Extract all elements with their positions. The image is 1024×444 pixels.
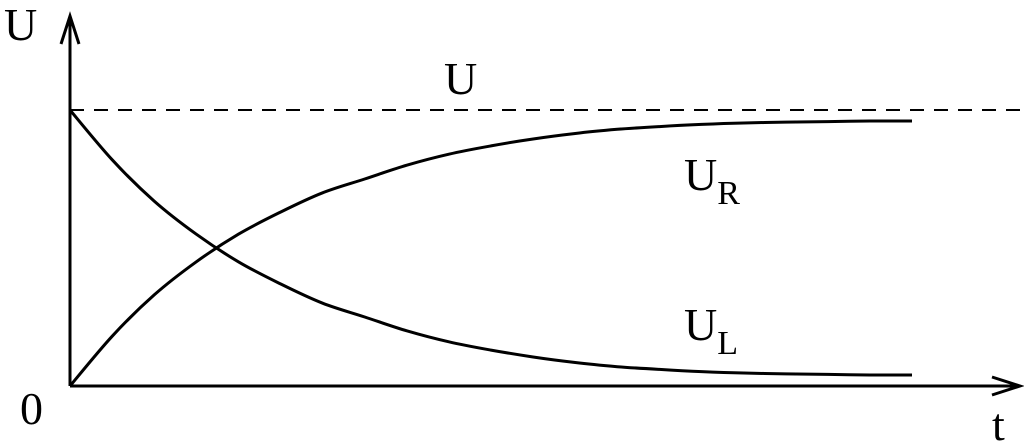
y-axis-label: U [4,0,37,50]
series-label-u-l-main: U [684,299,717,350]
origin-label: 0 [20,383,43,434]
x-axis-arrowhead [991,375,1024,397]
reference-line-label: U [444,53,477,104]
y-axis-arrowhead [59,11,81,45]
series-label-u-r-sub: R [717,175,740,212]
series-label-u-l: UL [684,299,738,362]
series-label-u-l-sub: L [717,325,738,362]
series-line-u-r [68,119,913,387]
series-label-u-r-main: U [684,149,717,200]
x-axis-label: t [992,399,1005,444]
series-label-u-r: UR [684,149,740,212]
series-line-u-l [68,109,913,377]
